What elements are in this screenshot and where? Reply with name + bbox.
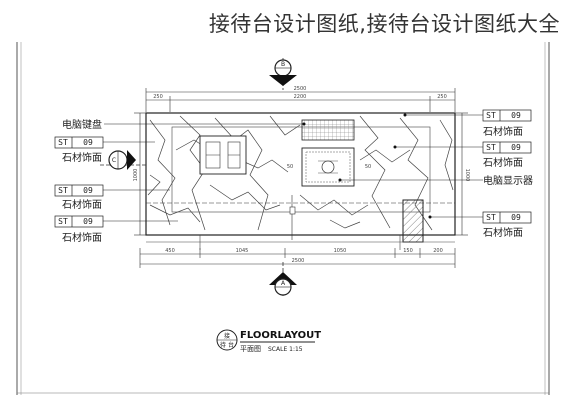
left-callout-stone-1-num: 09 xyxy=(83,138,93,147)
bottom-dimensions xyxy=(139,248,456,268)
title-block-label-cn: 平面图 xyxy=(240,345,261,353)
right-callout-stone-3-label: 石材饰面 xyxy=(483,226,523,239)
left-callout-stone-1-label: 石材饰面 xyxy=(62,151,102,164)
left-callout-stone-2-label: 石材饰面 xyxy=(62,198,102,211)
dim-top-inner: 2200 xyxy=(294,94,307,100)
title-block: 接 待 台 FLOORLAYOUT 平面图 SCALE 1:15 xyxy=(216,329,321,353)
dim-bottom-seg-2: 1045 xyxy=(236,248,249,254)
right-callout-stone-3-num: 09 xyxy=(511,213,521,222)
right-dimensions xyxy=(455,112,468,236)
right-callout-stone-3: ST 09 石材饰面 xyxy=(428,211,532,239)
right-callout-stone-1-label: 石材饰面 xyxy=(483,125,523,138)
right-callout-monitor-label: 电脑显示器 xyxy=(483,174,533,187)
left-callout-stone-1-code: ST xyxy=(58,138,68,147)
dim-bottom-seg-1: 450 xyxy=(165,248,175,254)
dim-top-overall: 2500 xyxy=(294,86,307,92)
title-badge-bottom: 待 台 xyxy=(220,341,234,349)
left-callout-stone-3-code: ST xyxy=(58,217,68,226)
section-mark-bottom-label: A xyxy=(281,280,286,287)
dim-bottom-seg-3: 1050 xyxy=(334,248,347,254)
title-badge-top: 接 xyxy=(224,332,230,340)
left-callout-keyboard: 电脑键盘 xyxy=(62,118,306,131)
section-mark-left: C xyxy=(100,150,146,170)
right-callout-stone-2-num: 09 xyxy=(511,143,521,152)
left-callout-stone-3: ST 09 石材饰面 xyxy=(54,215,178,244)
computer-keyboard xyxy=(301,119,355,141)
dim-mid-a: 50 xyxy=(287,164,293,170)
dim-top-right: 250 xyxy=(437,94,447,100)
right-callout-stone-2: ST 09 石材饰面 xyxy=(393,141,532,169)
phone-unit xyxy=(199,135,247,175)
right-callout-stone-1-num: 09 xyxy=(511,111,521,120)
left-callout-stone-2-num: 09 xyxy=(83,186,93,195)
section-mark-top: B xyxy=(269,58,297,90)
title-block-name: FLOORLAYOUT xyxy=(240,330,321,341)
side-cabinet xyxy=(402,199,424,243)
dim-right-height: 1000 xyxy=(464,169,470,182)
section-mark-bottom: A xyxy=(269,262,297,298)
right-callout-stone-1: ST 09 石材饰面 xyxy=(403,109,532,138)
left-callout-stone-2: ST 09 石材饰面 xyxy=(54,184,170,211)
dim-bottom-seg-5: 200 xyxy=(433,248,443,254)
left-callout-keyboard-label: 电脑键盘 xyxy=(62,118,102,131)
reception-desk: 50 50 xyxy=(145,112,456,250)
dim-top-left: 250 xyxy=(153,94,163,100)
left-callout-stone-3-num: 09 xyxy=(83,217,93,226)
dim-bottom-seg-4: 150 xyxy=(403,248,413,254)
computer-monitor xyxy=(301,147,355,187)
dim-mid-b: 50 xyxy=(365,164,371,170)
right-callout-monitor: 电脑显示器 xyxy=(338,174,533,187)
left-dimensions xyxy=(134,112,146,236)
left-callout-stone-1: ST 09 石材饰面 xyxy=(54,136,155,164)
right-callout-stone-3-code: ST xyxy=(486,213,496,222)
title-block-scale: SCALE 1:15 xyxy=(268,346,303,353)
top-dimensions xyxy=(145,88,456,112)
dim-bottom-overall: 2500 xyxy=(292,258,305,264)
right-callout-stone-2-label: 石材饰面 xyxy=(483,156,523,169)
right-callout-stone-1-code: ST xyxy=(486,111,496,120)
section-mark-top-label: B xyxy=(281,61,285,68)
right-callout-stone-2-code: ST xyxy=(486,143,496,152)
page-title: 接待台设计图纸,接待台设计图纸大全 xyxy=(208,12,560,36)
dim-left-height: 1000 xyxy=(133,169,139,182)
left-callout-stone-3-label: 石材饰面 xyxy=(62,231,102,244)
left-callout-stone-2-code: ST xyxy=(58,186,68,195)
section-mark-left-label: C xyxy=(112,157,116,164)
